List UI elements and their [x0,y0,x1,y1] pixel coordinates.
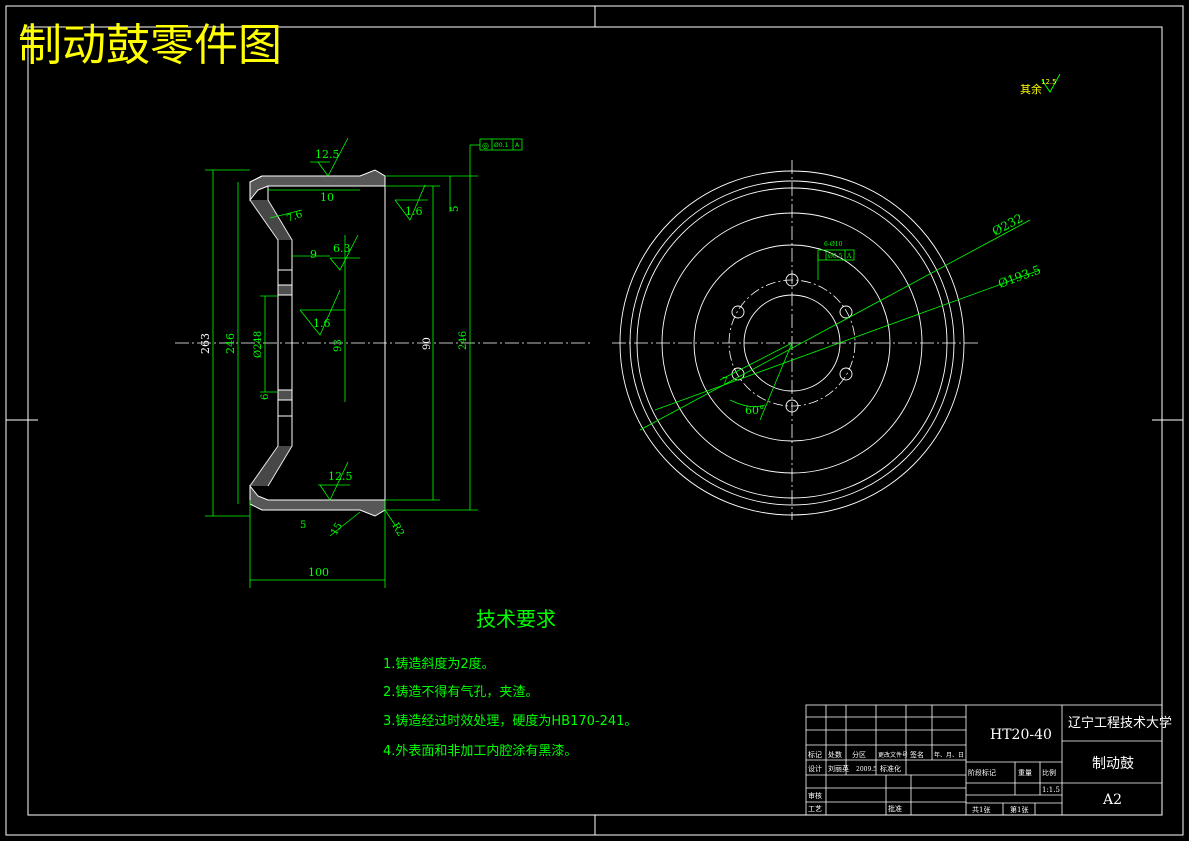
design-label: 设计 [808,764,822,773]
side-view: ◎ Ø0.1 A 12.5 1.6 7.6 6.3 1.6 12.5 10 9 … [175,137,590,588]
tech-req-item-1: 1.铸造斜度为2度。 [383,656,495,672]
runout-ref: A [515,142,520,149]
rough-inner: 1.6 [405,205,423,218]
dim-r2: R2 [389,521,405,539]
sheet-size: A2 [1102,792,1122,808]
row-label-4: 更改文件号 [878,751,908,759]
scale: 1:1.5 [1042,786,1060,794]
row-label-2: 处数 [828,750,842,759]
dim-263: 263 [199,333,212,354]
part-name: 制动鼓 [1092,756,1134,772]
dim-232: Ø232 [990,211,1025,239]
tech-req-item-4: 4.外表面和非加工内腔涂有黑漆。 [383,743,577,759]
dim-90: 90 [422,337,433,350]
material: HT20-40 [990,727,1052,743]
row-label-1: 标记 [808,750,822,759]
dim-7: 7 [722,377,728,387]
dim-5-right: 5 [450,206,461,212]
angle-60: 60° [745,404,765,417]
runout-value: Ø0.1 [494,142,508,149]
tech-requirements: 技术要求 1.铸造斜度为2度。 2.铸造不得有气孔，夹渣。 3.铸造经过时效处理… [383,607,637,759]
rough-bottom: 12.5 [328,470,353,483]
hole-tol: Ø0.5 [828,253,843,260]
runout-symbol: ◎ [482,141,489,150]
sheet-count: 共1张 [972,805,990,814]
rough-flange: 6.3 [333,242,351,255]
designer: 刘丽英 [828,764,849,773]
row-label-5: 签名 [910,750,924,759]
dim-193: Ø193.5 [996,263,1042,291]
hole-note: 6-Ø10 [824,241,843,248]
tech-req-title: 技术要求 [476,607,556,631]
process-label: 工艺 [808,805,822,813]
tech-req-item-3: 3.铸造经过时效处理，硬度为HB170-241。 [383,713,637,729]
dim-246-right: 246 [458,331,469,350]
other-label: 其余 [1020,82,1042,96]
hole-ref: A [846,253,852,260]
front-view: Ø232 Ø193.5 60° 7 6-Ø10 Ø0.5 A [612,160,1043,520]
stage-header-2: 重量 [1018,769,1032,777]
dim-248: Ø248 [253,331,264,358]
page-title: 制动鼓零件图 [18,20,282,71]
dim-246-left: 246 [224,333,237,354]
standard-label: 标准化 [880,764,901,773]
rough-slope: 7.6 [285,209,304,225]
sheet-no: 第1张 [1010,805,1028,814]
rough-top: 12.5 [315,148,340,161]
dim-9: 9 [310,248,317,261]
title-block [805,704,1163,816]
dim-100: 100 [308,566,329,579]
dim-93: 93 [333,339,344,352]
dim-6: 6 [260,394,271,400]
dim-5-bottom: 5 [300,520,306,531]
tech-req-item-2: 2.铸造不得有气孔，夹渣。 [383,684,538,700]
sheet-border [5,5,1184,836]
other-surface-note: 其余 12.5 [1020,73,1061,96]
design-date: 2009.5 [856,766,877,773]
school: 辽宁工程技术大学 [1068,715,1172,731]
row-label-6: 年、月、日 [934,751,964,759]
row-label-3: 分区 [852,750,866,759]
runout-frame [479,138,523,151]
dim-10: 10 [320,191,334,204]
approve-label: 批准 [888,804,902,813]
stage-header-3: 比例 [1042,768,1056,777]
rough-center: 1.6 [313,317,331,330]
check-label: 审核 [808,791,822,800]
other-roughness: 12.5 [1041,78,1057,86]
stage-header-1: 阶段标记 [968,768,996,777]
